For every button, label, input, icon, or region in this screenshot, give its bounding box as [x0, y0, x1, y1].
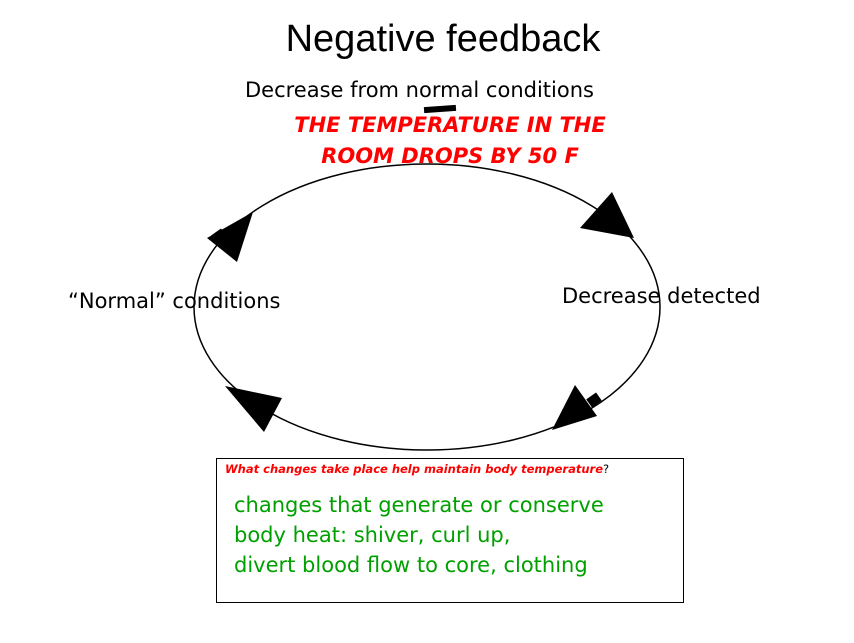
- stage-label-top: Decrease from normal conditions: [245, 78, 594, 102]
- answer-line: body heat: shiver, curl up,: [234, 523, 511, 547]
- arrow-up-left-icon: [207, 212, 253, 262]
- arrow-up-left-stem: [211, 228, 227, 244]
- response-question: What changes take place help maintain bo…: [225, 462, 609, 476]
- arrow-down-left-icon: [552, 385, 597, 430]
- arrow-down-left-stem: [586, 392, 602, 408]
- answer-line: divert blood flow to core, clothing: [234, 553, 588, 577]
- stimulus-line: ROOM DROPS BY 50 F: [321, 144, 579, 168]
- feedback-cycle-ellipse: [193, 163, 661, 451]
- answer-line: changes that generate or conserve: [234, 493, 604, 517]
- arrow-down-right-icon: [580, 192, 634, 238]
- stimulus-text: THE TEMPERATURE IN THE ROOM DROPS BY 50 …: [230, 110, 670, 172]
- page-title: Negative feedback: [285, 18, 601, 60]
- arrow-up-left-bottom-icon: [225, 386, 282, 432]
- question-mark: ?: [603, 462, 610, 476]
- response-box: What changes take place help maintain bo…: [216, 458, 684, 603]
- stage-label-right: Decrease detected: [562, 284, 761, 308]
- response-answer: changes that generate or conserve body h…: [234, 490, 604, 580]
- stage-label-left: “Normal” conditions: [68, 289, 281, 313]
- stimulus-line: THE TEMPERATURE IN THE: [294, 113, 606, 137]
- response-question-text: What changes take place help maintain bo…: [225, 462, 604, 476]
